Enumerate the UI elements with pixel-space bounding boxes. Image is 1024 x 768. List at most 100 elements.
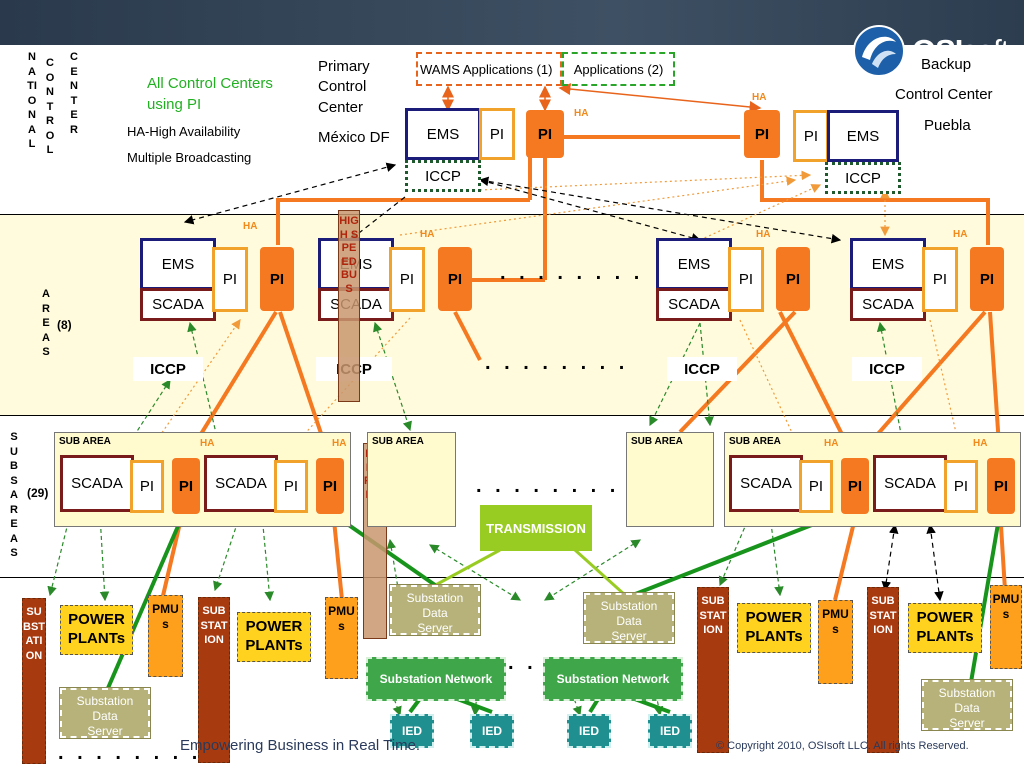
footer-copyright: © Copyright 2010, OSIsoft LLC. All right… — [716, 740, 969, 752]
primary-pi-server[interactable]: PI — [526, 110, 564, 158]
primary-iccp[interactable]: ICCP — [405, 160, 481, 192]
area1-scada[interactable]: SCADA — [140, 288, 216, 321]
sub1-pi-server-a[interactable]: PI — [172, 458, 200, 514]
substation-3[interactable]: SUBSTATION — [697, 587, 729, 753]
area3-iccp[interactable]: ICCP — [667, 357, 737, 381]
sub4-scada-b[interactable]: SCADA — [873, 455, 947, 512]
area4-ems[interactable]: EMS — [850, 238, 926, 290]
sub-area-label: SUB AREA — [631, 436, 683, 447]
primary-ems[interactable]: EMS — [405, 108, 481, 160]
area1-ems[interactable]: EMS — [140, 238, 216, 290]
transmission-box[interactable]: TRANSMISSION — [480, 505, 592, 551]
backup-label-1: Backup — [921, 56, 972, 73]
ellipsis-networks: . . — [508, 652, 537, 674]
substation-1[interactable]: SUBSTATION — [22, 598, 46, 764]
sub4-pi-server-b[interactable]: PI — [987, 458, 1015, 514]
ied-2[interactable]: IED — [470, 714, 514, 748]
ied-1[interactable]: IED — [390, 714, 434, 748]
pmus-2[interactable]: PMUs — [325, 597, 358, 679]
area4-pi[interactable]: PI — [922, 247, 958, 312]
ha-label: HA — [756, 229, 771, 240]
control-label: CONTROL — [45, 57, 55, 156]
wams-applications-box[interactable]: WAMS Applications (1) — [416, 52, 562, 86]
ha-label: HA — [752, 92, 767, 103]
sub1-pi-server-b[interactable]: PI — [316, 458, 344, 514]
sub4-pi-server-a[interactable]: PI — [841, 458, 869, 514]
ellipsis-areas-2: . . . . . . . . — [485, 352, 629, 374]
ha-label: HA — [332, 438, 347, 449]
substation-4[interactable]: SUBSTATION — [867, 587, 899, 753]
area3-ems[interactable]: EMS — [656, 238, 732, 290]
high-speed-bus-areas: HIGH SPEED BUS — [338, 210, 360, 402]
sub1-pi-a[interactable]: PI — [130, 460, 164, 513]
note-mb: Multiple Broadcasting — [127, 150, 252, 165]
sub-area-label: SUB AREA — [729, 436, 781, 447]
ha-label: HA — [200, 438, 215, 449]
areas-label: AREAS — [42, 288, 50, 358]
area1-iccp[interactable]: ICCP — [133, 357, 203, 381]
primary-label-3: Center — [318, 99, 364, 116]
primary-city: México DF — [318, 129, 390, 146]
sub-area-2[interactable]: SUB AREA — [367, 432, 456, 527]
subareas-label: SUBSAREAS — [10, 431, 18, 559]
header-bar — [0, 0, 1024, 45]
applications-2-box[interactable]: Applications (2) — [562, 52, 675, 86]
divider-areas-subareas — [0, 415, 1024, 416]
ellipsis-subareas: . . . . . . . . — [476, 475, 620, 497]
area1-pi-server[interactable]: PI — [260, 247, 294, 311]
area2-pi[interactable]: PI — [389, 247, 425, 312]
area4-scada[interactable]: SCADA — [850, 288, 926, 321]
ellipsis-areas: . . . . . . . . — [500, 262, 644, 284]
subareas-count: (29) — [27, 486, 49, 500]
primary-label-2: Control — [318, 78, 367, 95]
area3-scada[interactable]: SCADA — [656, 288, 732, 321]
pmus-4[interactable]: PMUs — [990, 585, 1022, 669]
area2-pi-server[interactable]: PI — [438, 247, 472, 311]
backup-label-2: Control Center — [895, 86, 993, 103]
ha-label: HA — [953, 229, 968, 240]
sub4-pi-a[interactable]: PI — [799, 460, 833, 513]
sub-area-3[interactable]: SUB AREA — [626, 432, 714, 527]
backup-ems[interactable]: EMS — [827, 110, 899, 162]
ha-label: HA — [824, 438, 839, 449]
area4-pi-server[interactable]: PI — [970, 247, 1004, 311]
area4-iccp[interactable]: ICCP — [852, 357, 922, 381]
sub-area-label: SUB AREA — [372, 436, 424, 447]
areas-count: (8) — [57, 318, 72, 332]
ied-4[interactable]: IED — [648, 714, 692, 748]
center-label: CENTER — [70, 51, 78, 136]
backup-pi-server[interactable]: PI — [744, 110, 780, 158]
area1-pi[interactable]: PI — [212, 247, 248, 312]
substation-2[interactable]: SUBSTATION — [198, 597, 230, 763]
ellipsis-bottom-left: . . . . . . . . — [58, 742, 202, 764]
ied-3[interactable]: IED — [567, 714, 611, 748]
sub1-pi-b[interactable]: PI — [274, 460, 308, 513]
backup-city: Puebla — [924, 117, 971, 134]
note-all-control: All Control Centers — [147, 75, 273, 92]
pmus-3[interactable]: PMUs — [818, 600, 853, 684]
substation-network-2[interactable]: Substation Network — [543, 657, 683, 701]
substation-network-1[interactable]: Substation Network — [366, 657, 506, 701]
ha-label: HA — [420, 229, 435, 240]
sub1-scada-a[interactable]: SCADA — [60, 455, 134, 512]
pmus-1[interactable]: PMUs — [148, 595, 183, 677]
area3-pi[interactable]: PI — [728, 247, 764, 312]
osisoft-logo-icon — [853, 25, 905, 77]
backup-pi[interactable]: PI — [793, 110, 829, 162]
sub1-scada-b[interactable]: SCADA — [204, 455, 278, 512]
sub4-pi-b[interactable]: PI — [944, 460, 978, 513]
primary-label-1: Primary — [318, 58, 370, 75]
primary-pi[interactable]: PI — [479, 108, 515, 160]
ha-label: HA — [973, 438, 988, 449]
backup-iccp[interactable]: ICCP — [825, 162, 901, 194]
area3-pi-server[interactable]: PI — [776, 247, 810, 311]
sub4-scada-a[interactable]: SCADA — [729, 455, 803, 512]
